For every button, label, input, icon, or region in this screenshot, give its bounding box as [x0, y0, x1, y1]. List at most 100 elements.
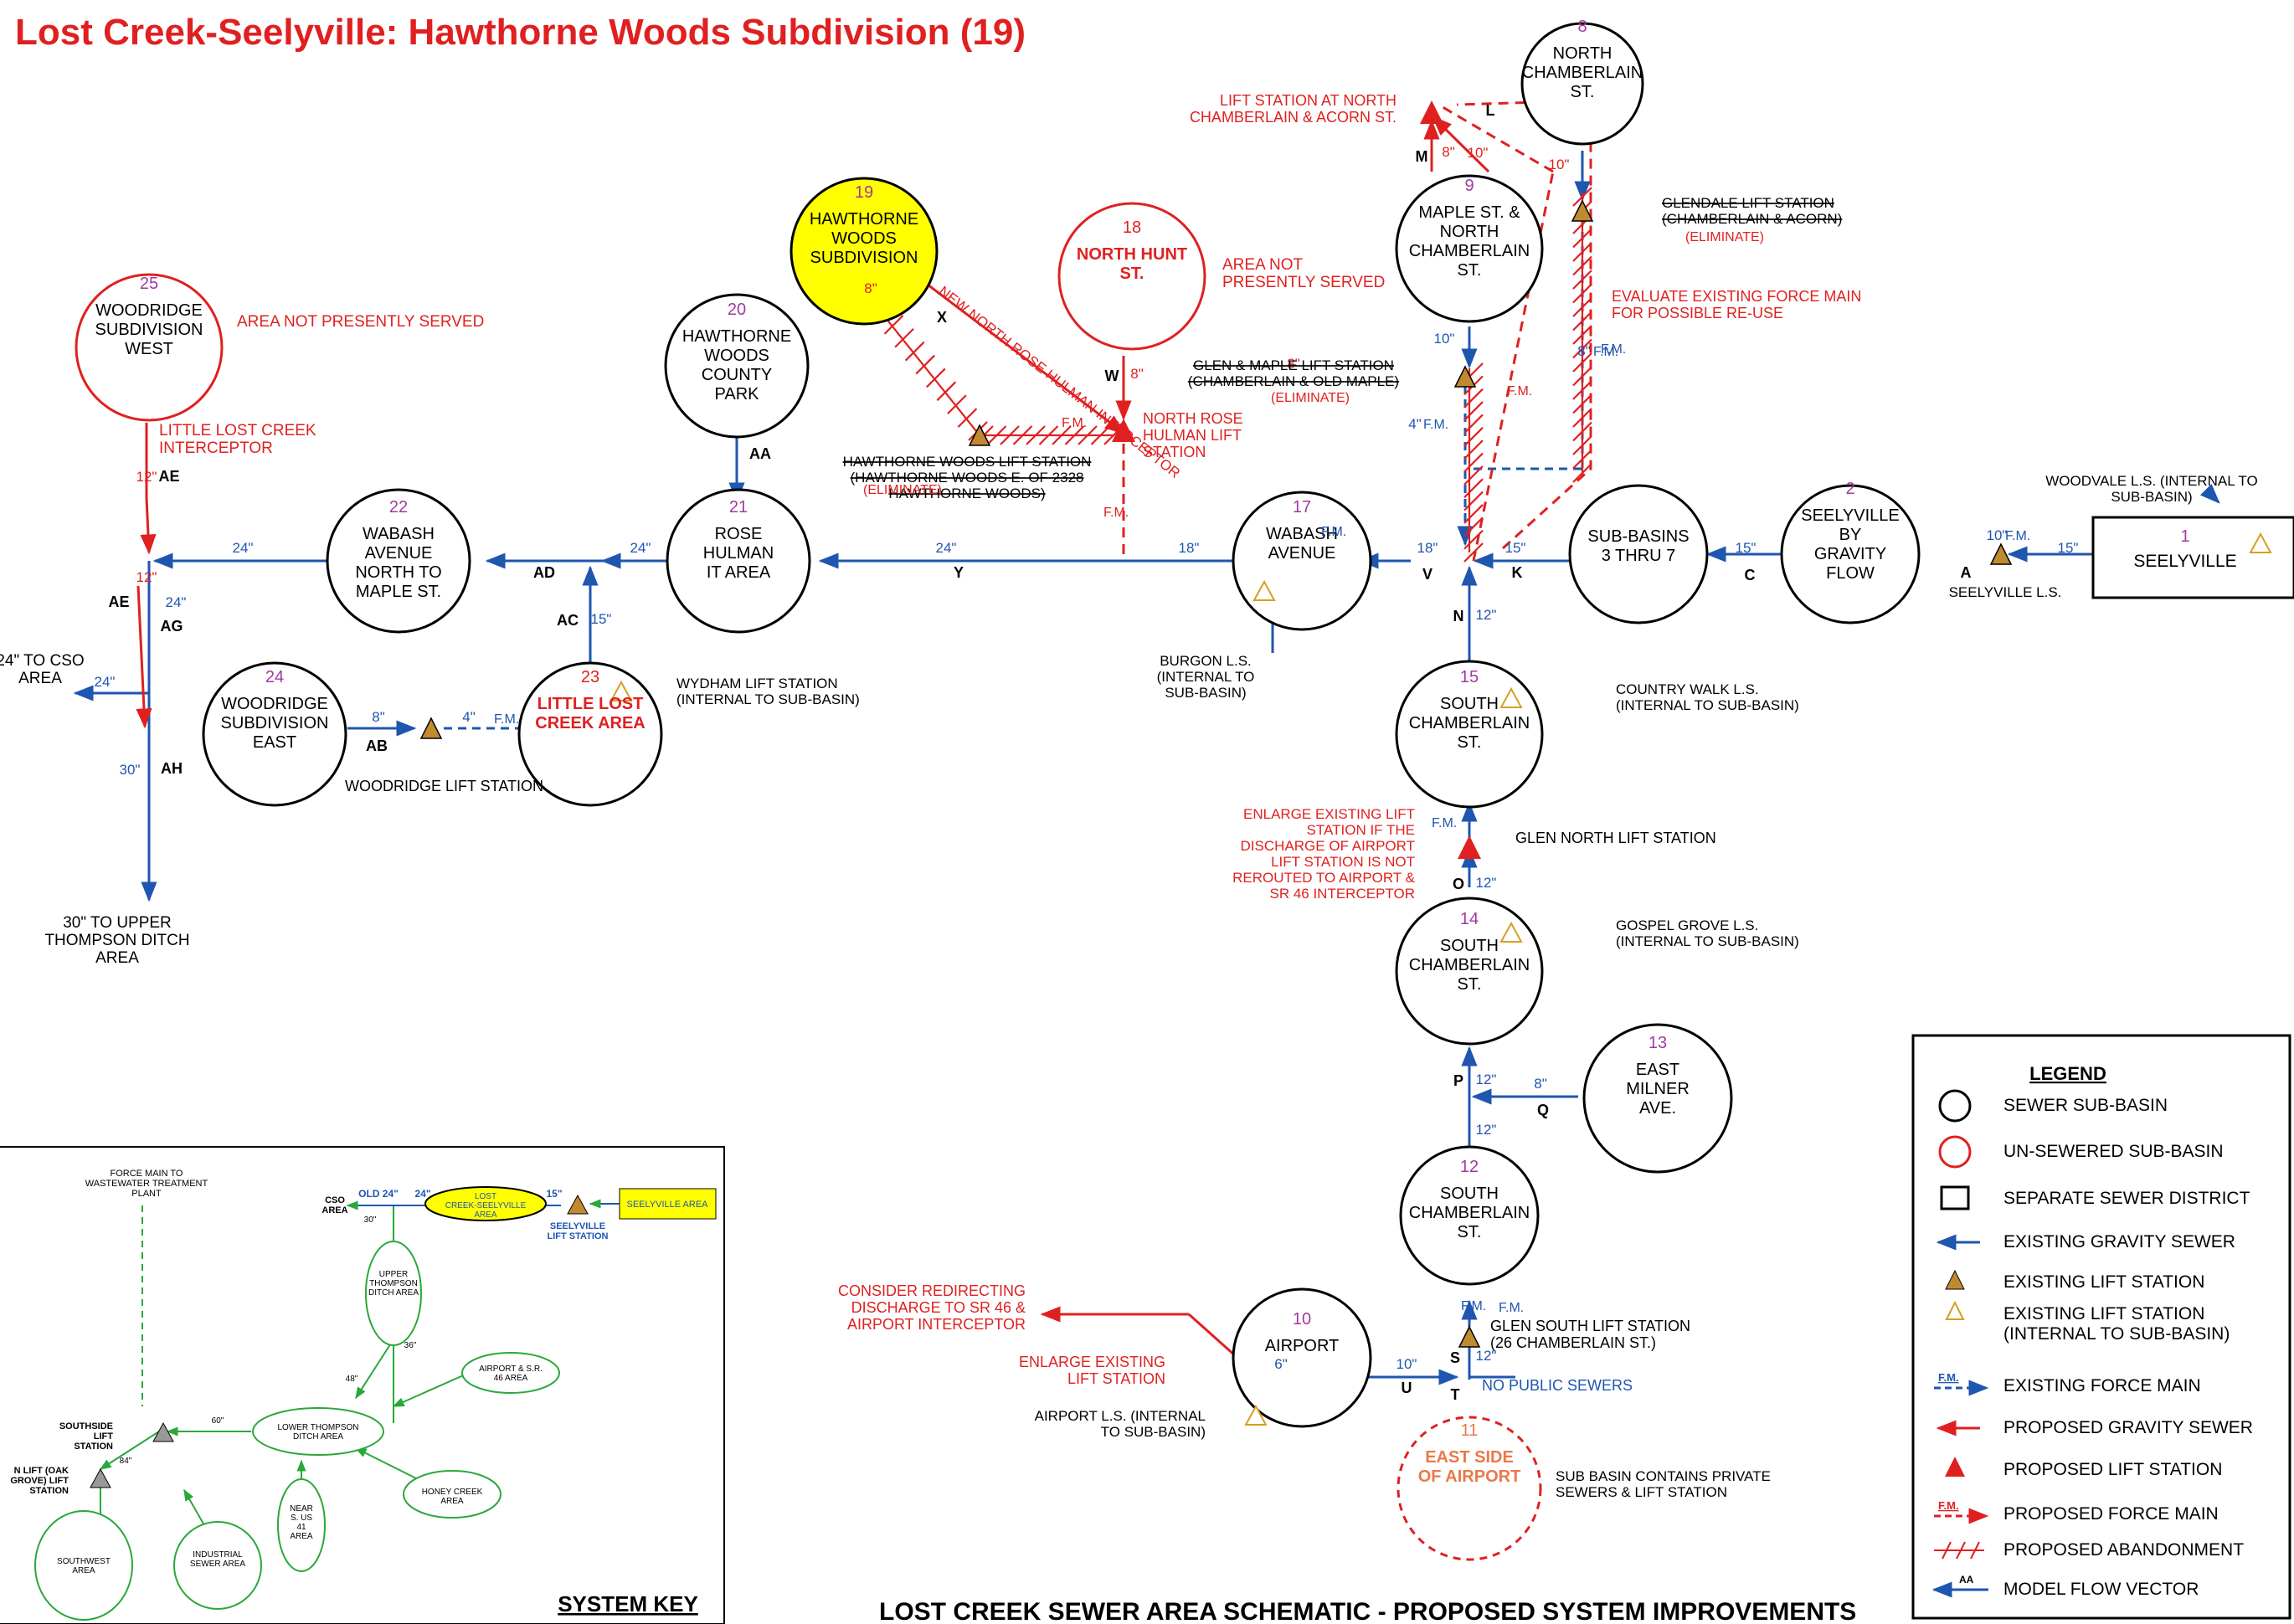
node-name-line: OF AIRPORT: [1418, 1467, 1521, 1486]
pipe-size: 8": [1442, 144, 1455, 160]
annotation-glendale: GLENDALE LIFT STATION: [1662, 195, 1834, 211]
abandon-tick: [1572, 421, 1592, 442]
flow-vector: AH: [161, 760, 183, 777]
legend-symbol: [1934, 1541, 1984, 1560]
annotation-burgon: BURGON L.S.: [1160, 653, 1252, 669]
abandon-tick: [1572, 393, 1592, 414]
flow-vector: AE: [158, 468, 179, 485]
annotation-hawthorne_ls: HAWTHORNE WOODS LIFT STATION: [843, 454, 1092, 470]
annotation-glendale: (CHAMBERLAIN & ACORN): [1662, 211, 1842, 227]
key-label: DITCH AREA: [368, 1288, 419, 1298]
legend-symbol: [1940, 1185, 1970, 1210]
annotation-enlarge-existing: REROUTED TO AIRPORT &: [1232, 870, 1416, 886]
node-number: 24: [265, 668, 284, 686]
legend-item: EXISTING LIFT STATION: [2003, 1304, 2204, 1323]
unsewered-circles: [75, 202, 1206, 422]
node-circle-subbasins: [1568, 484, 1709, 624]
legend-item: UN-SEWERED SUB-BASIN: [2003, 1142, 2224, 1161]
node-circle-8: [1520, 22, 1644, 146]
node-name-line: CHAMBERLAIN: [1522, 64, 1643, 82]
annotation-seelyville_ls: SEELYVILLE L.S.: [1949, 584, 2062, 600]
fm-label: F.M.: [1499, 1301, 1524, 1315]
node-name-line: AVENUE: [365, 544, 433, 563]
key-area: [461, 1352, 560, 1394]
abandon-tick: [1572, 435, 1592, 455]
key-pipe: [99, 1431, 160, 1470]
abandon-tick: [1463, 529, 1484, 550]
flow-vector: O: [1453, 876, 1464, 892]
key-label: SEWER AREA: [190, 1560, 245, 1569]
pipe-size: 8": [1130, 366, 1144, 382]
abandon-tick: [986, 425, 1007, 445]
abandon-tick: [947, 394, 967, 415]
node-name-line: ST.: [1458, 733, 1482, 752]
node-number: 11: [1461, 1421, 1479, 1440]
annotation-evaluate: EVALUATE EXISTING FORCE MAIN: [1612, 288, 1861, 305]
annotation-little_lost_interceptor: INTERCEPTOR: [159, 439, 273, 457]
annotation-north_rose_ls: NORTH ROSE: [1143, 410, 1243, 427]
node-name-line: SUBDIVISION: [810, 249, 918, 267]
key-label: AREA: [321, 1205, 347, 1215]
annotation-airport_ls: AIRPORT L.S. (INTERNAL: [1035, 1408, 1206, 1424]
legend-item: PROPOSED LIFT STATION: [2003, 1460, 2222, 1479]
pipe-size: 10": [1987, 527, 2008, 543]
legend-symbol: [1938, 1135, 1972, 1169]
key-label: STATION: [29, 1486, 69, 1496]
node-name-line: CHAMBERLAIN: [1409, 242, 1530, 260]
key-lift-station: [152, 1421, 174, 1442]
key-label: N LIFT (OAK: [14, 1466, 69, 1476]
schematic-subtitle: LOST CREEK SEWER AREA SCHEMATIC - PROPOS…: [879, 1598, 1856, 1624]
annotation-no_public: NO PUBLIC SEWERS: [1482, 1377, 1633, 1394]
annotation-glen_maple: GLEN & MAPLE LIFT STATION: [1193, 357, 1394, 373]
legend-symbol: [1938, 1089, 1972, 1123]
abandon-tick: [1572, 297, 1592, 317]
annotation-country_walk: COUNTRY WALK L.S.: [1616, 681, 1759, 697]
abandon-tick: [1572, 338, 1592, 359]
pipe-size: 15": [1736, 540, 1757, 556]
key-pipe: [354, 1447, 424, 1483]
legend-item: SEPARATE SEWER DISTRICT: [2003, 1189, 2250, 1208]
abandon-tick: [1572, 325, 1592, 345]
node-name-line: EAST: [253, 733, 296, 752]
node-number: 25: [140, 275, 158, 293]
node-circle-18: [1057, 202, 1206, 351]
key-label: 36": [404, 1341, 417, 1350]
node-number: 9: [1464, 177, 1474, 195]
annotation-enlarge-existing: SR 46 INTERCEPTOR: [1269, 886, 1415, 902]
key-label: THOMPSON: [369, 1279, 418, 1288]
flow-vector: S: [1450, 1349, 1460, 1366]
node-name-line: AVE.: [1639, 1099, 1676, 1118]
flow-vector: A: [1961, 564, 1972, 581]
key-label: 24": [414, 1188, 430, 1200]
flow-vector: Q: [1537, 1102, 1549, 1118]
pipe-size: 4": [1408, 416, 1422, 432]
key-pipe: [355, 1339, 394, 1400]
node-name-line: SUB-BASINS: [1587, 527, 1689, 546]
key-label: UPPER: [379, 1270, 408, 1279]
legend-item: SEWER SUB-BASIN: [2003, 1096, 2168, 1115]
node-number: 23: [581, 668, 599, 686]
flow-vector: C: [1745, 567, 1756, 583]
key-label: CSO: [325, 1195, 345, 1205]
abandon-tick: [1572, 449, 1592, 470]
abandon-tick: [915, 354, 935, 375]
abandon-tick: [883, 315, 904, 335]
node-number: 13: [1648, 1034, 1667, 1052]
annotation-consider: DISCHARGE TO SR 46 &: [851, 1299, 1026, 1316]
abandon-tick: [1572, 270, 1592, 290]
key-area: [424, 1186, 547, 1221]
annotation-area_not_served_23: AREA NOT PRESENTLY SERVED: [237, 313, 484, 331]
abandon-tick: [1000, 425, 1020, 445]
legend-symbol: [1945, 1300, 1965, 1320]
node-name-line: ST.: [1458, 1223, 1482, 1241]
annotation-glen_south: GLEN SOUTH LIFT STATION: [1490, 1318, 1690, 1334]
node-labels: 1SEELYVILLE2SEELYVILLEBYGRAVITYFLOWSUB-B…: [95, 18, 2237, 1486]
abandon-tick: [1064, 425, 1085, 445]
fm-label: F.M.: [1062, 416, 1087, 430]
annotation-woodridge_ls: WOODRIDGE LIFT STATION: [345, 778, 543, 794]
flow-vector: AA: [749, 445, 771, 462]
key-area: [34, 1510, 133, 1621]
node-circle-10: [1232, 1287, 1372, 1428]
key-label: LOWER THOMPSON: [277, 1423, 358, 1432]
abandon-tick: [1038, 425, 1059, 445]
